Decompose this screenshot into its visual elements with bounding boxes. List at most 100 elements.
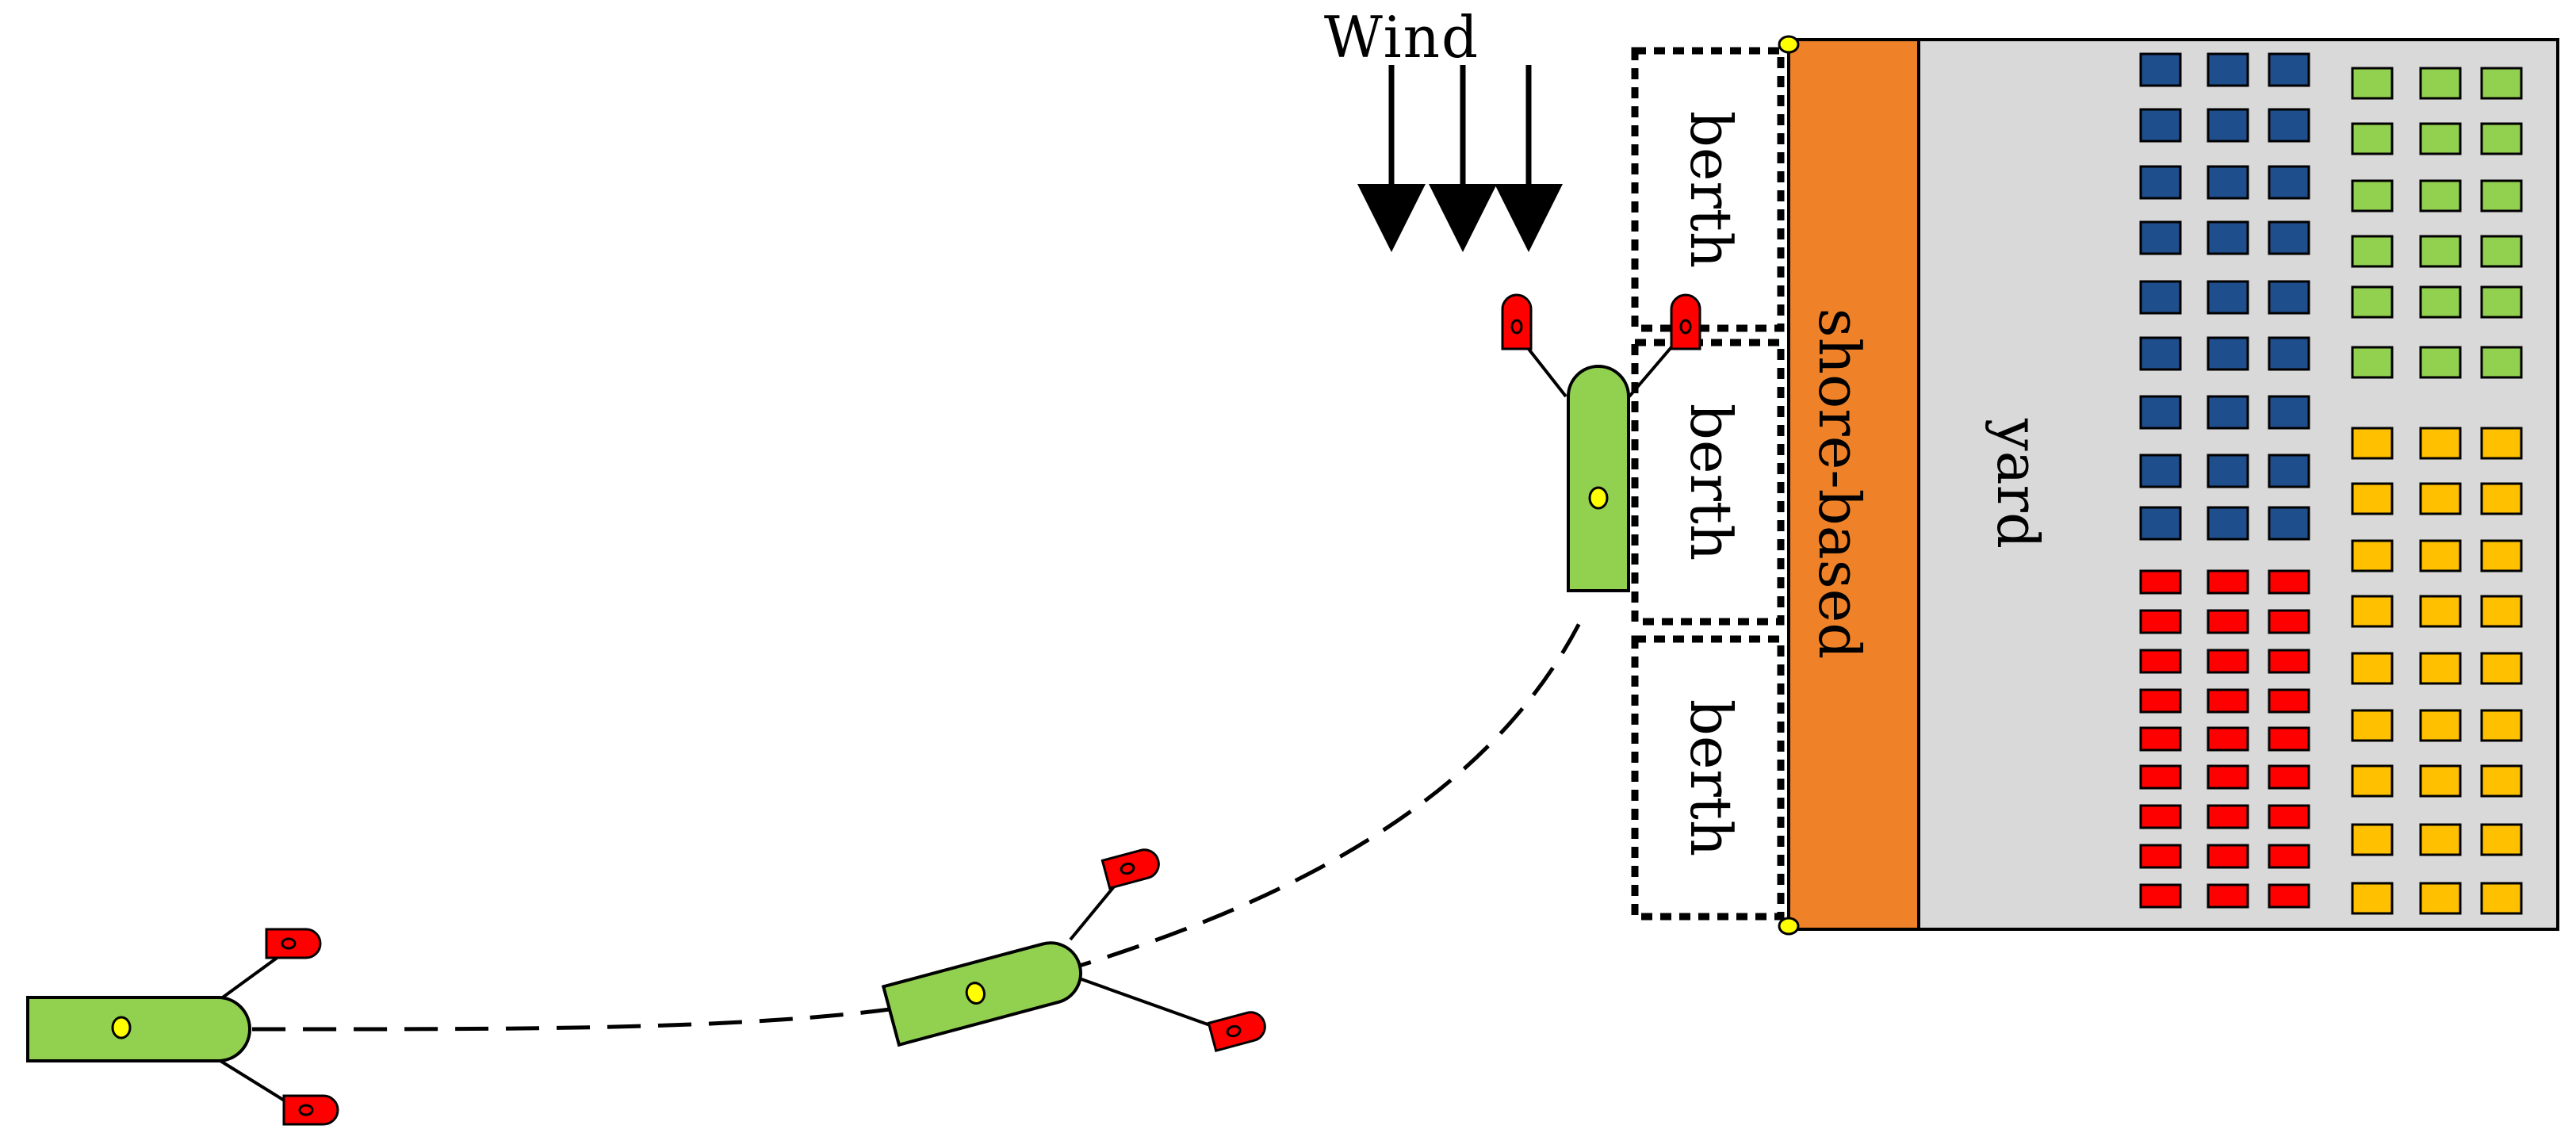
container-box xyxy=(2207,649,2249,674)
container-box xyxy=(2351,122,2394,155)
container-box xyxy=(2207,336,2249,371)
container-box xyxy=(2207,688,2249,714)
container-box xyxy=(2139,220,2182,255)
container-box xyxy=(2139,649,2182,674)
berth-slot: berth xyxy=(1631,635,1785,921)
wind-arrows xyxy=(1357,65,1563,252)
container-box xyxy=(2480,427,2523,460)
container-box xyxy=(2139,764,2182,790)
container-box xyxy=(2419,346,2462,379)
container-box xyxy=(2419,285,2462,319)
container-box xyxy=(2207,883,2249,909)
container-box xyxy=(2268,336,2310,371)
container-box xyxy=(2419,67,2462,100)
ship-start xyxy=(26,928,339,1126)
wind-arrow-icon xyxy=(1495,65,1563,252)
container-box xyxy=(2139,336,2182,371)
wind-label: Wind xyxy=(1324,4,1479,71)
container-box xyxy=(2351,709,2394,742)
container-box xyxy=(2480,709,2523,742)
container-box xyxy=(2268,220,2310,255)
yard-label: yard xyxy=(1985,418,2051,549)
container-box xyxy=(2351,346,2394,379)
quay-corner-marker xyxy=(1778,35,1800,54)
container-box xyxy=(2268,764,2310,790)
container-box xyxy=(2351,427,2394,460)
container-box xyxy=(2207,165,2249,200)
container-box xyxy=(2480,67,2523,100)
container-box xyxy=(2268,165,2310,200)
wind-arrow-icon xyxy=(1357,65,1426,252)
container-box xyxy=(2207,569,2249,595)
ship-turning xyxy=(881,848,1266,1052)
container-box xyxy=(2351,235,2394,268)
container-box xyxy=(2268,804,2310,829)
container-box xyxy=(2419,882,2462,915)
ship-trajectory xyxy=(251,609,1588,1032)
container-box xyxy=(2419,179,2462,212)
container-box xyxy=(2268,395,2310,430)
container-box xyxy=(2351,882,2394,915)
container-box xyxy=(2207,609,2249,634)
container-box xyxy=(2480,652,2523,685)
container-box xyxy=(2351,764,2394,798)
tug-boat xyxy=(1670,293,1701,350)
container-box xyxy=(2268,609,2310,634)
container-box xyxy=(2268,649,2310,674)
container-box xyxy=(2480,823,2523,856)
berth-slot: berth xyxy=(1631,47,1785,332)
container-box xyxy=(2139,108,2182,143)
container-box xyxy=(2207,52,2249,87)
shore-based-label: shore-based xyxy=(1806,308,1873,660)
container-box xyxy=(2139,454,2182,488)
tug-boat xyxy=(265,928,322,959)
container-box xyxy=(2480,595,2523,628)
container-box xyxy=(2480,764,2523,798)
tug-boat xyxy=(282,1094,339,1126)
container-box xyxy=(2351,652,2394,685)
container-box xyxy=(2139,804,2182,829)
container-box xyxy=(2207,506,2249,541)
ship-marker-icon xyxy=(1588,486,1609,510)
container-box xyxy=(2480,539,2523,572)
ship-hull xyxy=(26,996,251,1062)
container-box xyxy=(2419,595,2462,628)
container-box xyxy=(2207,280,2249,315)
ship-marker-icon xyxy=(965,982,986,1005)
container-box xyxy=(2268,454,2310,488)
container-box xyxy=(2139,569,2182,595)
container-box xyxy=(2139,844,2182,869)
container-box xyxy=(2207,395,2249,430)
container-box xyxy=(2207,220,2249,255)
container-box xyxy=(2268,108,2310,143)
ship-hull xyxy=(881,941,1082,1047)
container-box xyxy=(2268,883,2310,909)
container-box xyxy=(2268,726,2310,752)
container-box xyxy=(2419,709,2462,742)
container-box xyxy=(2351,539,2394,572)
container-box xyxy=(2268,569,2310,595)
container-box xyxy=(2419,427,2462,460)
container-box xyxy=(2139,395,2182,430)
container-box xyxy=(2480,482,2523,515)
tug-boat xyxy=(1501,293,1533,350)
container-box xyxy=(2207,454,2249,488)
container-box xyxy=(2207,804,2249,829)
container-box xyxy=(2139,688,2182,714)
container-stacks xyxy=(2139,52,2523,915)
container-box xyxy=(2139,280,2182,315)
container-box xyxy=(2480,285,2523,319)
container-box xyxy=(2351,285,2394,319)
container-box xyxy=(2139,883,2182,909)
container-box xyxy=(2419,823,2462,856)
container-box xyxy=(2419,482,2462,515)
shore-based-strip xyxy=(1787,38,1920,931)
container-box xyxy=(2207,108,2249,143)
container-box xyxy=(2139,52,2182,87)
container-box xyxy=(2139,165,2182,200)
wind-arrow-icon xyxy=(1429,65,1497,252)
container-box xyxy=(2351,482,2394,515)
container-box xyxy=(2268,688,2310,714)
container-box xyxy=(2268,52,2310,87)
container-box xyxy=(2268,506,2310,541)
